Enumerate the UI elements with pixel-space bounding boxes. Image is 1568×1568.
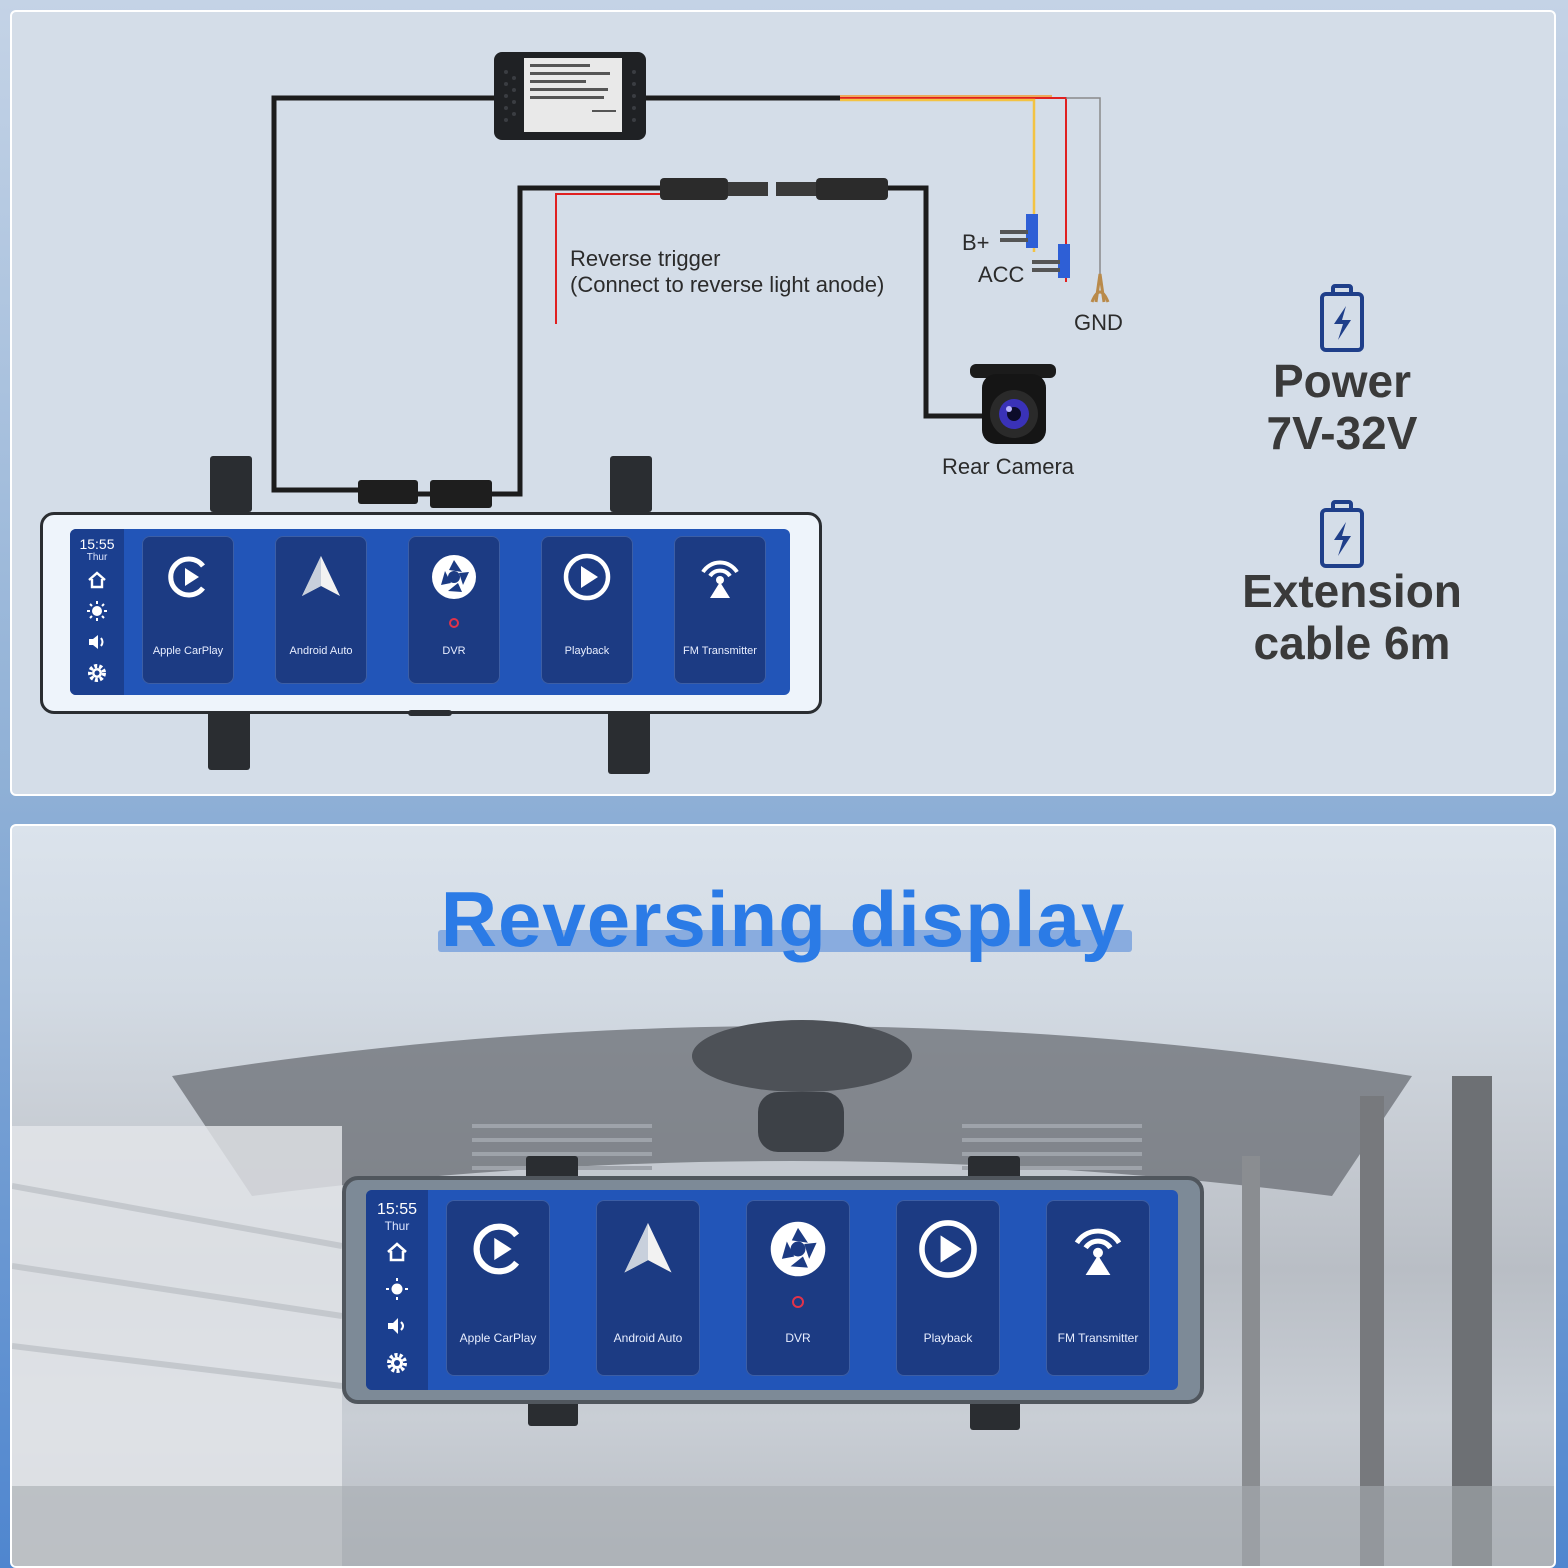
fm-transmitter-icon [695,552,745,607]
app-tile-playback[interactable]: Playback [896,1200,1000,1376]
headline-underline [438,930,1132,952]
app-tile-apple-carplay[interactable]: Apple CarPlay [446,1200,550,1376]
app-tile-android-auto[interactable]: Android Auto [275,536,367,684]
power-spec-value: 7V-32V [1266,406,1418,459]
app-tile-label: DVR [785,1331,811,1345]
camera-aperture-icon [429,552,479,607]
power-converter-box [494,52,646,140]
mirror-clip [208,710,250,770]
android-auto-icon [617,1218,679,1285]
b-plus-label: B+ [962,230,990,255]
camera-aperture-icon [770,1221,826,1277]
app-tile-playback[interactable]: Playback [541,536,633,684]
app-tile-label: DVR [442,645,466,657]
cable-spec-title: Extension [1242,565,1462,617]
app-tile-android-auto[interactable]: Android Auto [596,1200,700,1376]
clock-day: Thur [86,552,108,563]
mirror-clip [970,1400,1020,1430]
settings-icon[interactable] [87,663,107,683]
app-tile-fm-transmitter[interactable]: FM Transmitter [1046,1200,1150,1376]
android-auto-icon [296,552,346,607]
mirror-bottom-button [408,710,452,716]
app-tile-label: FM Transmitter [1057,1331,1139,1345]
play-icon [563,553,611,601]
app-tile-dvr[interactable]: DVR [408,536,500,684]
power-spec-title: Power [1272,355,1412,407]
android-auto-icon [302,556,340,596]
acc-label: ACC [978,262,1025,287]
mirror-clip [528,1400,578,1426]
battery-charge-icon [1320,500,1364,568]
app-tile-label: Apple CarPlay [152,645,224,657]
android-auto-icon [624,1222,672,1273]
camera-aperture-icon [432,555,476,599]
fm-transmitter-icon [701,560,739,598]
gnd-label: GND [1074,310,1123,335]
carplay-icon [163,552,213,607]
acc-fuse [1032,244,1070,278]
carplay-icon [467,1218,529,1285]
gnd-terminal [1090,273,1110,303]
wiring-diagram-panel: Reverse trigger (Connect to reverse ligh… [10,10,1556,796]
cable-spec-value: cable 6m [1253,616,1451,669]
record-indicator-icon [449,618,459,628]
camera-aperture-icon [767,1218,829,1285]
record-indicator-icon [792,1296,804,1308]
carplay-icon [473,1223,520,1275]
app-tile-label: Android Auto [613,1331,683,1345]
wiring-svg [271,52,1110,508]
app-tile-label: Playback [564,645,610,657]
play-icon [917,1218,979,1285]
mirror-clip [610,456,652,512]
app-tile-label: Apple CarPlay [459,1331,537,1345]
clock-time: 15:55 [79,536,115,552]
volume-icon[interactable] [386,1316,408,1336]
brightness-icon[interactable] [87,601,107,621]
app-tile-apple-carplay[interactable]: Apple CarPlay [142,536,234,684]
brightness-icon[interactable] [386,1278,408,1300]
app-tile-fm-transmitter[interactable]: FM Transmitter [674,536,766,684]
reversing-display-title: Reversing display [440,875,1126,963]
fm-transmitter-icon [1074,1228,1122,1276]
volume-icon[interactable] [87,633,107,651]
mirror-clip [608,710,650,774]
cable-spec: Extension cable 6m [1192,565,1512,669]
play-icon [919,1220,977,1278]
clock-time: 15:55 [376,1201,418,1218]
rear-camera [970,364,1056,444]
home-icon[interactable] [386,1242,408,1262]
car-interior-background [12,1020,1554,1566]
app-tile-dvr[interactable]: DVR [746,1200,850,1376]
app-tile-label: Android Auto [289,645,353,657]
reverse-trigger-label: Reverse trigger [570,246,721,271]
settings-icon[interactable] [386,1352,408,1374]
app-tile-label: Playback [923,1331,973,1345]
reversing-display-panel: Reversing display 15:55 Thur [10,824,1556,1568]
carplay-icon [168,556,205,598]
mirror-sidebar: 15:55 Thur [70,529,124,695]
clock-day: Thur [384,1219,410,1233]
app-tile-label: FM Transmitter [683,645,757,657]
mirror-sidebar: 15:55 Thur [366,1190,428,1390]
fm-transmitter-icon [1067,1218,1129,1285]
power-spec: Power 7V-32V [1192,355,1492,459]
play-icon [562,552,612,607]
rear-camera-label: Rear Camera [942,454,1075,479]
mirror-clip [210,456,252,512]
battery-charge-icon [1320,284,1364,352]
b-plus-fuse [1000,214,1038,248]
home-icon[interactable] [87,571,107,589]
reverse-trigger-note: (Connect to reverse light anode) [570,272,885,297]
